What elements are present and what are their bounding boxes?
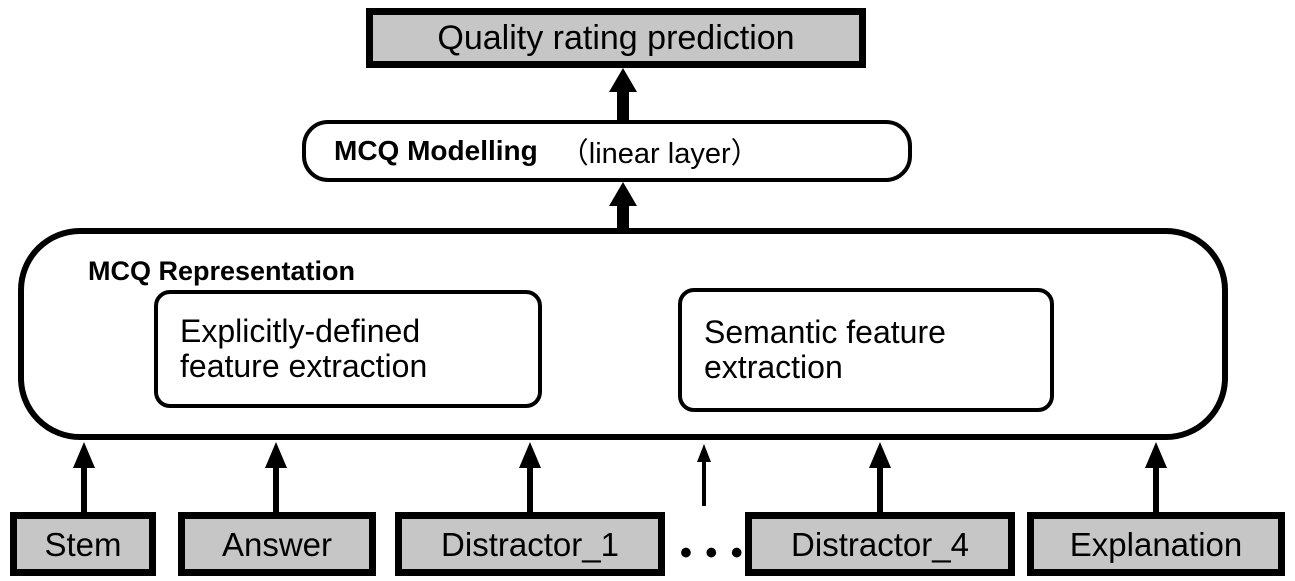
- explicitly-defined-feature-extraction-label: Explicitly-defined feature extraction: [180, 313, 428, 384]
- arrow-explanation-to-representation: [1142, 442, 1170, 514]
- semantic-feature-extraction-label: Semantic feature extraction: [704, 314, 946, 385]
- ellipsis-indicator: • • •: [680, 534, 745, 572]
- arrow-ellipsis-to-representation: [694, 444, 714, 506]
- mcq-representation-label: MCQ Representation: [88, 256, 356, 286]
- arrow-distractor1-to-representation: [516, 442, 544, 514]
- input-box-answer: Answer: [178, 512, 376, 576]
- arrow-modelling-to-prediction: [604, 68, 642, 122]
- arrow-answer-to-representation: [262, 442, 290, 514]
- mcq-modelling-bold-label: MCQ Modelling: [334, 135, 538, 166]
- arrow-stem-to-representation: [70, 442, 98, 514]
- quality-rating-prediction-box: Quality rating prediction: [366, 8, 866, 68]
- explicitly-defined-feature-extraction-box: Explicitly-defined feature extraction: [154, 290, 542, 408]
- mcq-modelling-box: MCQ Modelling （linear layer）: [302, 120, 912, 182]
- arrow-distractor4-to-representation: [866, 442, 894, 514]
- input-box-explanation: Explanation: [1027, 512, 1285, 576]
- input-box-distractor-1: Distractor_1: [395, 512, 665, 576]
- input-box-distractor-4: Distractor_4: [745, 512, 1015, 576]
- semantic-feature-extraction-box: Semantic feature extraction: [678, 288, 1054, 412]
- input-box-stem: Stem: [10, 512, 156, 576]
- arrow-representation-to-modelling: [604, 182, 642, 236]
- mcq-modelling-regular-label: （linear layer）: [559, 138, 760, 170]
